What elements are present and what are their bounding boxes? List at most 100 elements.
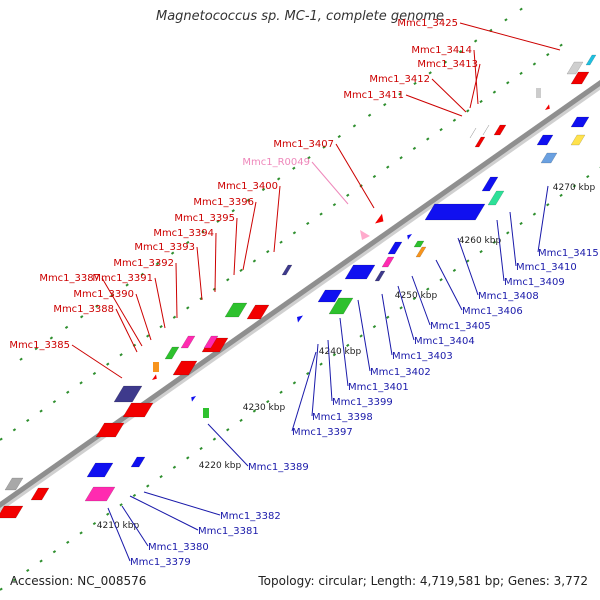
gene-label-forward: Mmc1_3396 (193, 197, 254, 208)
label-leader-line (496, 219, 505, 282)
track-tick (359, 334, 363, 338)
label-leader-line (431, 78, 467, 113)
reverse-gene (203, 408, 209, 418)
track-tick (383, 103, 387, 107)
track-tick (125, 283, 129, 287)
gene-label-forward: Mmc1_3400 (217, 181, 278, 192)
gene-label-forward: Mmc1_3391 (92, 273, 153, 284)
track-tick (479, 249, 483, 254)
track-tick (426, 137, 430, 141)
label-leader-line (207, 423, 249, 467)
gene-label-forward: Mmc1_3393 (134, 242, 195, 253)
reverse-gene (374, 270, 386, 282)
rna-gene (360, 230, 370, 240)
track-tick (266, 400, 270, 404)
reverse-gene (481, 176, 499, 192)
forward-gene (95, 422, 125, 438)
gene-label-reverse: Mmc1_3405 (430, 321, 491, 332)
forward-gene (566, 61, 584, 75)
track-tick (479, 99, 483, 104)
track-tick (386, 315, 390, 319)
track-tick (439, 278, 443, 282)
gene-label-reverse: Mmc1_3380 (148, 542, 209, 553)
forward-gene (224, 302, 248, 318)
track-tick (367, 113, 372, 117)
label-leader-line (214, 232, 217, 293)
label-leader-line (121, 505, 149, 547)
track-tick (319, 212, 323, 216)
label-leader-line (459, 22, 561, 51)
track-tick (399, 156, 403, 160)
track-tick (49, 336, 54, 340)
track-tick (504, 18, 508, 22)
track-tick (546, 52, 550, 57)
forward-gene (30, 487, 50, 501)
forward-gene (0, 505, 24, 519)
track-tick (0, 437, 3, 441)
gene-label-forward: Mmc1_3425 (397, 18, 458, 29)
forward-gene (203, 335, 219, 349)
label-leader-line (397, 285, 415, 341)
track-tick (399, 306, 403, 310)
gene-label-reverse: Mmc1_3404 (414, 336, 475, 347)
label-leader-line (71, 344, 123, 379)
track-tick (473, 39, 478, 43)
track-tick (322, 145, 326, 149)
track-tick (292, 381, 297, 385)
track-tick (79, 381, 83, 385)
track-tick (492, 90, 497, 94)
gene-label-reverse: Mmc1_3408 (478, 291, 539, 302)
track-tick (586, 174, 590, 179)
label-leader-line (327, 339, 333, 402)
track-tick (492, 240, 497, 244)
track-tick (252, 409, 257, 413)
track-tick (532, 212, 537, 216)
track-tick (95, 304, 99, 308)
track-tick (159, 475, 163, 479)
scale-tick-label: 4260 kbp (459, 236, 502, 246)
track-tick (226, 428, 230, 432)
gene-label-forward: Mmc1_3387 (39, 273, 100, 284)
track-tick (231, 209, 235, 213)
track-tick (159, 325, 163, 329)
track-tick (292, 231, 297, 235)
backbone (0, 79, 600, 509)
track-tick (146, 484, 150, 488)
track-tick (306, 371, 310, 376)
label-leader-line (335, 143, 375, 209)
track-tick (466, 109, 470, 113)
track-tick (279, 390, 283, 394)
reverse-gene (317, 289, 343, 303)
map-title: Magnetococcus sp. MC-1, complete genome (155, 9, 445, 24)
forward-gene (493, 124, 507, 136)
label-leader-line (143, 491, 221, 516)
track-tick (261, 187, 266, 192)
gene-label-forward: Mmc1_3390 (73, 289, 134, 300)
label-leader-line (469, 63, 481, 109)
label-leader-line (175, 262, 178, 319)
reverse-gene (536, 134, 554, 146)
label-leader-line (311, 343, 319, 417)
track-tick (172, 465, 177, 469)
track-tick (276, 177, 281, 181)
gene-label-reverse: Mmc1_3410 (516, 262, 577, 273)
label-leader-line (381, 293, 393, 356)
track-tick (172, 315, 177, 319)
track-tick (452, 118, 457, 122)
track-tick (559, 193, 563, 197)
gene-label-forward: Mmc1_3407 (273, 139, 334, 150)
forward-gene (585, 54, 597, 66)
gene-label-reverse: Mmc1_3403 (392, 351, 453, 362)
track-tick (572, 184, 577, 188)
track-tick (246, 198, 251, 202)
label-leader-line (196, 246, 203, 301)
forward-gene (4, 477, 24, 491)
forward-gene (474, 136, 486, 148)
forward-gene (281, 264, 293, 276)
reverse-gene (413, 240, 425, 248)
track-tick (199, 446, 203, 451)
track-tick (132, 493, 137, 498)
forward-gene (482, 124, 490, 136)
track-tick (386, 165, 390, 169)
